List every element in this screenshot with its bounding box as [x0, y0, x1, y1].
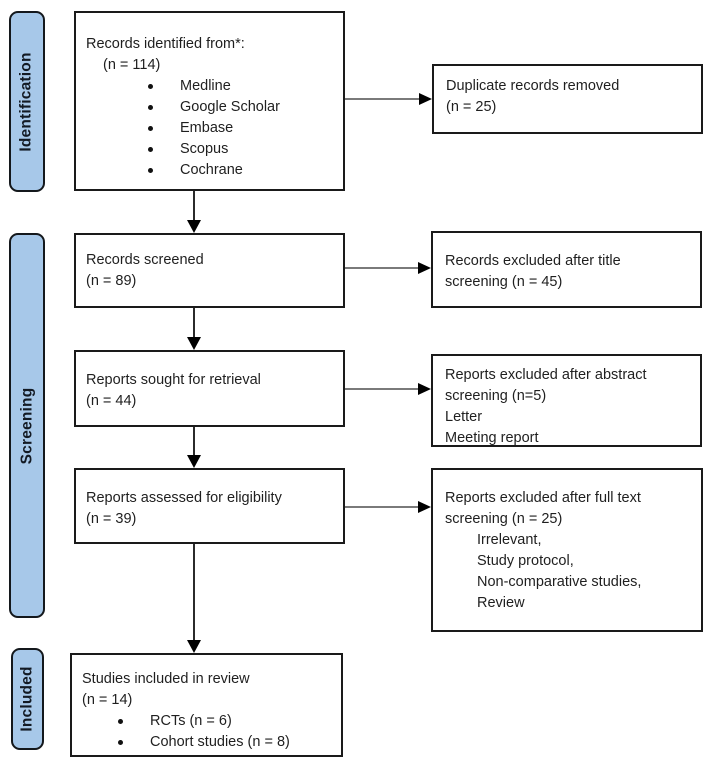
reports-sought-count: (n = 44): [86, 393, 137, 409]
studies-included-text: Studies included in review: [82, 671, 250, 687]
arrow-down-icon: [187, 220, 201, 233]
box-studies-included: Studies included in review (n = 14) RCTs…: [70, 653, 343, 757]
source-label: Medline: [180, 78, 231, 94]
excluded-title-text-line2: screening (n = 45): [445, 274, 563, 290]
excluded-fulltext-text-line1: Reports excluded after full text: [445, 490, 641, 506]
records-identified-count: (n = 114): [103, 57, 161, 73]
list-item: Cohort studies (n = 8): [118, 732, 333, 753]
list-item: RCTs (n = 6): [118, 711, 333, 732]
duplicates-removed-count: (n = 25): [446, 99, 497, 115]
source-label: Google Scholar: [180, 99, 280, 115]
list-item: Embase: [148, 118, 335, 139]
excluded-fulltext-reason: Review: [477, 595, 525, 611]
bullet-icon: [148, 105, 153, 110]
box-duplicates-removed: Duplicate records removed (n = 25): [432, 64, 703, 134]
stage-identification: Identification: [9, 11, 45, 192]
source-label: Scopus: [180, 141, 229, 157]
study-type-label: RCTs (n = 6): [150, 713, 232, 729]
records-identified-sources: Medline Google Scholar Embase Scopus Coc…: [148, 76, 335, 181]
arrow-down-icon: [187, 455, 201, 468]
arrow-sought-to-excluded-abstract-line: [345, 388, 418, 390]
box-reports-sought: Reports sought for retrieval (n = 44): [74, 350, 345, 427]
arrow-right-icon: [418, 262, 431, 274]
stage-screening: Screening: [9, 233, 45, 618]
arrow-right-icon: [418, 501, 431, 513]
arrow-right-icon: [419, 93, 432, 105]
arrow-screened-to-excluded-title-line: [345, 267, 418, 269]
arrow-right-icon: [418, 383, 431, 395]
box-records-identified: Records identified from*: (n = 114) Medl…: [74, 11, 345, 191]
bullet-icon: [118, 740, 123, 745]
bullet-icon: [148, 126, 153, 131]
bullet-icon: [148, 168, 153, 173]
stage-included-label: Included: [18, 666, 36, 732]
source-label: Cochrane: [180, 162, 243, 178]
list-item: Scopus: [148, 139, 335, 160]
reports-assessed-text: Reports assessed for eligibility: [86, 490, 282, 506]
reports-assessed-count: (n = 39): [86, 511, 137, 527]
studies-included-count: (n = 14): [82, 692, 133, 708]
excluded-fulltext-reason: Irrelevant,: [477, 532, 542, 548]
duplicates-removed-text: Duplicate records removed: [446, 78, 620, 94]
excluded-fulltext-reason: Study protocol,: [477, 553, 574, 569]
list-item: Cochrane: [148, 160, 335, 181]
bullet-icon: [148, 147, 153, 152]
arrow-assessed-to-included-line: [193, 544, 195, 640]
arrow-identified-to-screened-line: [193, 191, 195, 220]
arrow-down-icon: [187, 337, 201, 350]
records-screened-count: (n = 89): [86, 273, 137, 289]
arrow-screened-to-sought-line: [193, 308, 195, 337]
arrow-down-icon: [187, 640, 201, 653]
box-records-screened: Records screened (n = 89): [74, 233, 345, 308]
reports-sought-text: Reports sought for retrieval: [86, 372, 261, 388]
excluded-abstract-reason: Meeting report: [445, 430, 539, 446]
records-screened-text: Records screened: [86, 252, 204, 268]
stage-included: Included: [11, 648, 44, 750]
list-item: Google Scholar: [148, 97, 335, 118]
bullet-icon: [148, 84, 153, 89]
box-reports-assessed: Reports assessed for eligibility (n = 39…: [74, 468, 345, 544]
records-identified-title: Records identified from*:: [86, 36, 245, 52]
excluded-abstract-text-line1: Reports excluded after abstract: [445, 367, 647, 383]
arrow-assessed-to-excluded-fulltext-line: [345, 506, 418, 508]
box-excluded-title-screening: Records excluded after title screening (…: [431, 231, 702, 308]
box-excluded-abstract-screening: Reports excluded after abstract screenin…: [431, 354, 702, 447]
source-label: Embase: [180, 120, 234, 136]
arrow-sought-to-assessed-line: [193, 427, 195, 455]
excluded-title-text-line1: Records excluded after title: [445, 253, 621, 269]
studies-included-types: RCTs (n = 6) Cohort studies (n = 8): [118, 711, 333, 753]
excluded-abstract-text-line2: screening (n=5): [445, 388, 547, 404]
stage-screening-label: Screening: [18, 387, 35, 464]
excluded-fulltext-text-line2: screening (n = 25): [445, 511, 563, 527]
bullet-icon: [118, 719, 123, 724]
stage-identification-label: Identification: [18, 51, 35, 152]
excluded-abstract-reason: Letter: [445, 409, 483, 425]
list-item: Medline: [148, 76, 335, 97]
arrow-identified-to-duplicates-line: [345, 98, 419, 100]
study-type-label: Cohort studies (n = 8): [150, 734, 290, 750]
box-excluded-fulltext-screening: Reports excluded after full text screeni…: [431, 468, 703, 632]
excluded-fulltext-reason: Non-comparative studies,: [477, 574, 642, 590]
